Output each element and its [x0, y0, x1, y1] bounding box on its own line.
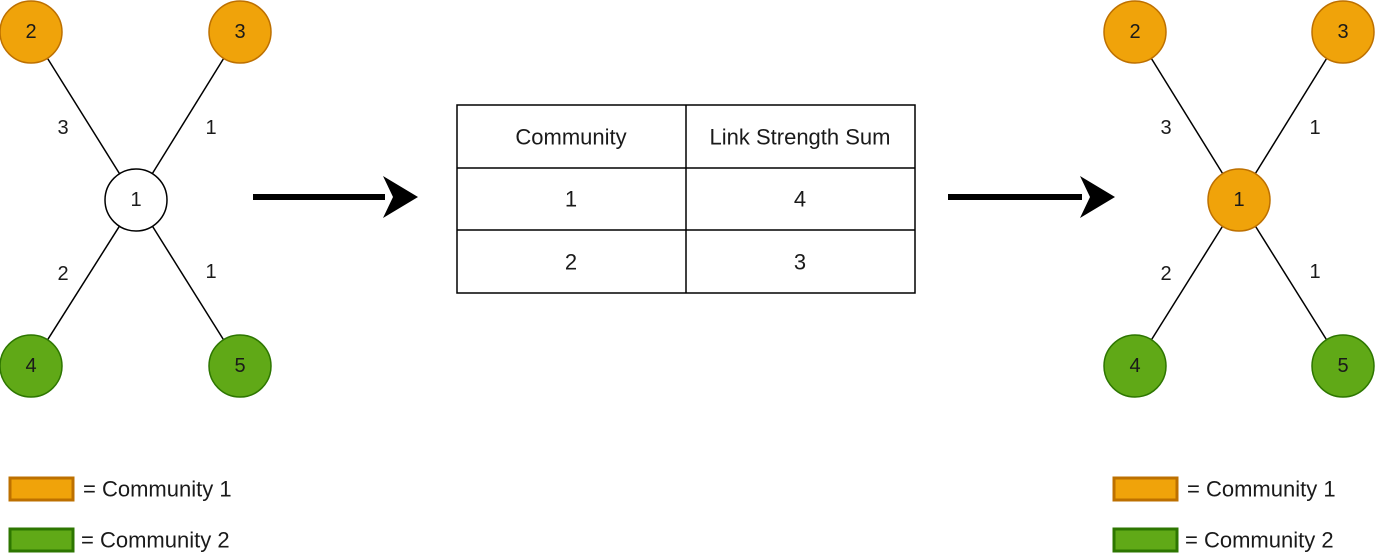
edge-1-5: [151, 225, 225, 341]
node-label: 4: [25, 355, 36, 377]
node-circle: [1103, 334, 1167, 398]
node-5: 5: [1311, 334, 1375, 398]
legend-swatch-community-2: [1112, 527, 1179, 553]
legend-swatch-community-1: [1112, 476, 1179, 502]
node-circle: [1207, 168, 1271, 232]
table-cell: 4: [794, 187, 806, 212]
node-1: 1: [104, 168, 168, 232]
node-circle: [208, 334, 272, 398]
node-label: 2: [25, 21, 36, 43]
edge-weight-label: 2: [57, 263, 68, 285]
edge-1-2: [46, 57, 121, 175]
node-1: 1: [1207, 168, 1271, 232]
legend-label-community-1: = Community 1: [83, 477, 232, 502]
legend-label-community-1: = Community 1: [1187, 477, 1336, 502]
node-label: 2: [1129, 21, 1140, 43]
arrow-to-result: [948, 176, 1115, 218]
right-graph-nodes: 1 2 3 4 5: [1103, 0, 1375, 398]
node-label: 5: [1337, 355, 1348, 377]
node-3: 3: [208, 0, 272, 64]
node-label: 1: [1233, 189, 1244, 211]
node-label: 1: [130, 189, 141, 211]
table-cell: 2: [565, 250, 577, 275]
legend-label-community-2: = Community 2: [1185, 528, 1334, 553]
edge-weight-label: 1: [1309, 117, 1320, 139]
right-graph: 3 1 2 1 1 2 3 4 5: [1103, 0, 1375, 398]
node-3: 3: [1311, 0, 1375, 64]
node-2: 2: [0, 0, 63, 64]
edge-weight-label: 3: [1160, 117, 1171, 139]
node-circle: [0, 0, 63, 64]
node-4: 4: [0, 334, 63, 398]
table-cell: 3: [794, 250, 806, 275]
node-2: 2: [1103, 0, 1167, 64]
right-graph-edge-labels: 3 1 2 1: [1160, 117, 1320, 285]
edge-weight-label: 1: [1309, 261, 1320, 283]
left-graph-edge-labels: 3 1 2 1: [57, 117, 216, 285]
node-circle: [104, 168, 168, 232]
edge-1-4: [46, 225, 121, 341]
legend-label-community-2: = Community 2: [81, 528, 230, 553]
edge-1-4: [1150, 225, 1224, 341]
node-4: 4: [1103, 334, 1167, 398]
node-label: 4: [1129, 355, 1140, 377]
left-graph-edges: [46, 57, 225, 341]
edge-weight-label: 3: [57, 117, 68, 139]
edge-1-3: [151, 57, 225, 175]
link-strength-table: Community Link Strength Sum 1 4 2 3: [456, 104, 916, 294]
legend-swatch-community-1: [8, 476, 75, 502]
node-label: 3: [1337, 21, 1348, 43]
right-graph-edges: [1150, 57, 1328, 341]
edge-weight-label: 2: [1160, 263, 1171, 285]
edge-weight-label: 1: [205, 261, 216, 283]
edge-weight-label: 1: [205, 117, 216, 139]
node-circle: [1311, 334, 1375, 398]
node-label: 5: [234, 355, 245, 377]
arrow-to-table: [253, 176, 418, 218]
left-graph: 3 1 2 1 1 2 3 4 5: [0, 0, 272, 398]
node-circle: [1103, 0, 1167, 64]
node-5: 5: [208, 334, 272, 398]
left-graph-nodes: 1 2 3 4 5: [0, 0, 272, 398]
left-legend: = Community 1 = Community 2: [8, 476, 232, 553]
legend-swatch-community-2: [8, 527, 75, 553]
table-header-link-strength-sum: Link Strength Sum: [710, 125, 891, 150]
table-cell: 1: [565, 187, 577, 212]
edge-1-2: [1150, 57, 1224, 175]
edge-1-3: [1254, 57, 1328, 175]
node-label: 3: [234, 21, 245, 43]
node-circle: [208, 0, 272, 64]
edge-1-5: [1254, 225, 1328, 341]
table-header-community: Community: [515, 125, 626, 150]
node-circle: [0, 334, 63, 398]
right-legend: = Community 1 = Community 2: [1112, 476, 1336, 553]
node-circle: [1311, 0, 1375, 64]
